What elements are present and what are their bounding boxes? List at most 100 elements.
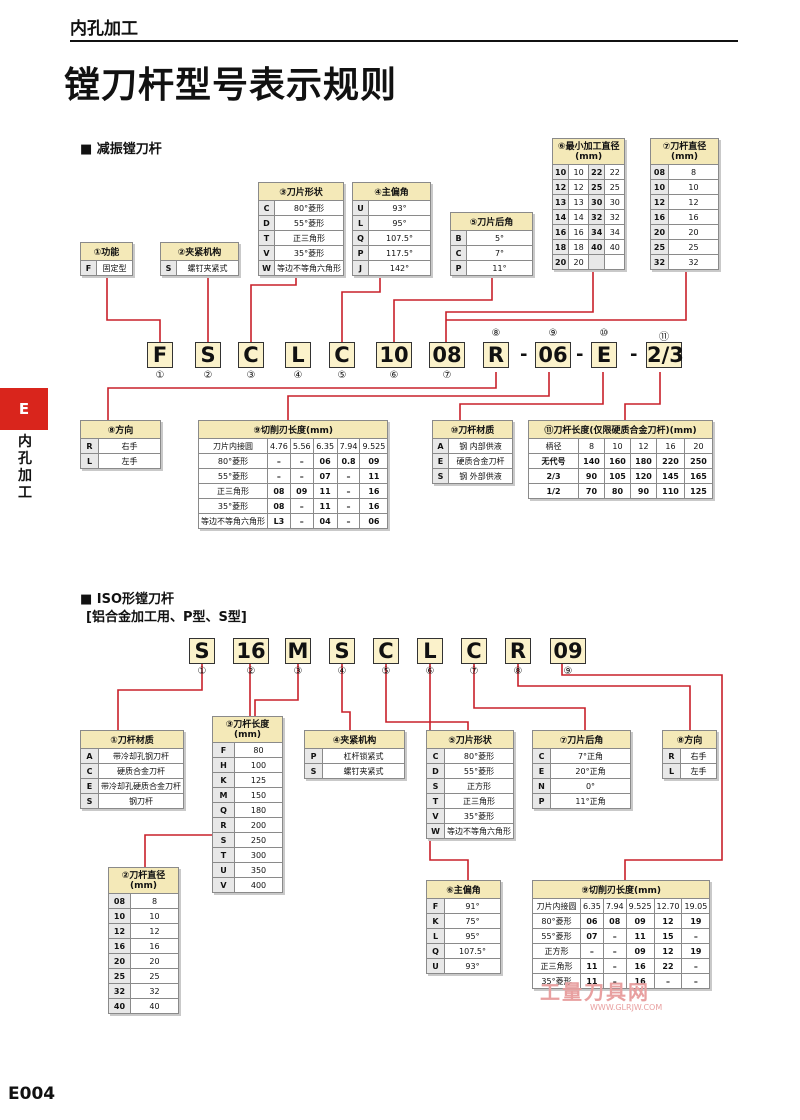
table-title: ⑦刀杆直径(mm) [650,138,719,165]
value-cell: 40 [130,998,179,1014]
value-cell: 145 [656,468,685,484]
code-cell: P [304,748,323,764]
value-cell: 8 [668,164,719,180]
value-cell: 钢刀杆 [98,793,184,809]
value-cell: – [289,498,314,514]
value-cell: 90 [578,468,605,484]
code-cell: 40 [108,998,131,1014]
code-cell: H [212,757,235,773]
value-cell: 16 [668,209,719,225]
value-cell: L3 [267,513,291,529]
value-cell: 90 [630,483,657,499]
code-box: M [285,638,311,664]
code-cell: C [80,763,99,779]
code-cell: Q [426,943,445,959]
column-header: 16 [656,438,685,454]
value-cell: – [267,453,291,469]
value-cell: 螺钉夹紧式 [176,260,239,276]
code-position-number: ⑨ [548,328,558,339]
code-cell: N [532,778,551,794]
value-cell: – [681,958,711,974]
table-row: 55°菱形––07–11 [198,468,389,484]
code-position-number: ⑩ [599,328,609,339]
page-number: E004 [8,1084,56,1104]
code-position-number: ⑥ [425,666,435,677]
value-cell: 107.5° [368,230,431,246]
code-cell: 32 [588,209,606,225]
value-cell: 20°正角 [550,763,631,779]
value-cell: 正三角形 [274,230,344,246]
code-box: 2/3 [646,342,684,368]
code-cell: 20 [551,254,570,270]
code-cell: 18 [551,239,570,255]
value-cell: 15 [653,928,683,944]
code-cell: 08 [108,893,131,909]
table-title: ④夹紧机构 [304,730,405,749]
side-tab[interactable]: E [0,388,48,430]
value-cell: 220 [656,453,685,469]
value-cell: 等边不等角六角形 [274,260,344,276]
code-position-number: ② [246,666,256,677]
code-cell: E [80,778,99,794]
side-label: 内孔加工 [18,434,32,501]
value-cell: 螺钉夹紧式 [322,763,405,779]
value-cell: 06 [359,513,389,529]
value-cell: 硬质合金刀杆 [98,763,184,779]
watermark-url: WWW.GLRJW.COM [590,1003,663,1012]
code-cell: P [450,260,467,276]
code-cell: M [212,787,235,803]
code-cell: C [426,748,445,764]
code-cell: T [258,230,275,246]
value-cell: 95° [368,215,431,231]
value-cell: 110 [656,483,685,499]
value-cell: 32 [604,209,626,225]
value-cell: – [336,468,361,484]
row-header: 80°菱形 [532,913,581,929]
code-cell: L [426,928,445,944]
code-cell: Q [212,802,235,818]
column-header: 10 [604,438,631,454]
column-header: 8 [578,438,605,454]
value-cell: 19 [681,943,711,959]
value-cell: 19 [681,913,711,929]
table-unit: (mm) [671,151,698,162]
value-cell: 20 [668,224,719,240]
code-cell: 40 [588,239,606,255]
code-position-number: ④ [293,370,303,381]
value-cell: – [681,928,711,944]
value-cell: 11 [312,498,338,514]
table-title: ②刀杆直径(mm) [108,867,179,894]
table-title-text: ③刀杆长度 [225,719,270,730]
value-cell: 11 [580,958,604,974]
